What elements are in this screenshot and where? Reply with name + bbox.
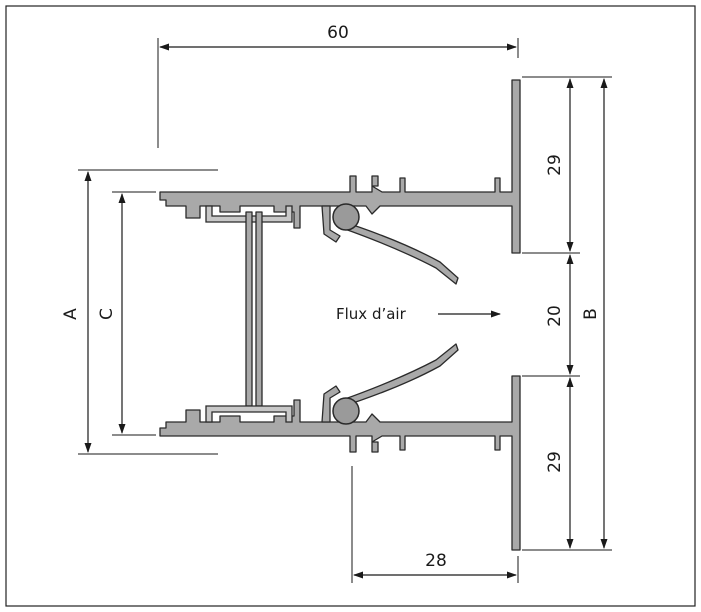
dimension-upper-flange-label: 29: [545, 154, 565, 176]
vertical-web: [245, 211, 263, 407]
dimension-bottom-width-label: 28: [425, 551, 447, 571]
dimension-b-label: B: [581, 308, 601, 320]
dimension-gap-label: 20: [545, 305, 565, 327]
dimension-top-width: 60: [157, 23, 519, 148]
dimension-top-width-label: 60: [327, 23, 349, 43]
dimension-right-stack: 29 20 29 B: [522, 76, 612, 551]
dimension-bottom-width: 28: [351, 466, 519, 583]
lower-profile: [159, 343, 521, 551]
upper-profile: [159, 79, 521, 285]
airflow-indicator: Flux d’air: [336, 305, 501, 323]
dimension-lower-flange-label: 29: [545, 451, 565, 473]
drawing-frame: [5, 5, 696, 607]
airflow-label: Flux d’air: [336, 305, 407, 323]
dimension-left-stack: A C: [61, 169, 218, 455]
dimension-a-label: A: [61, 308, 81, 320]
dimension-c-label: C: [97, 308, 117, 320]
